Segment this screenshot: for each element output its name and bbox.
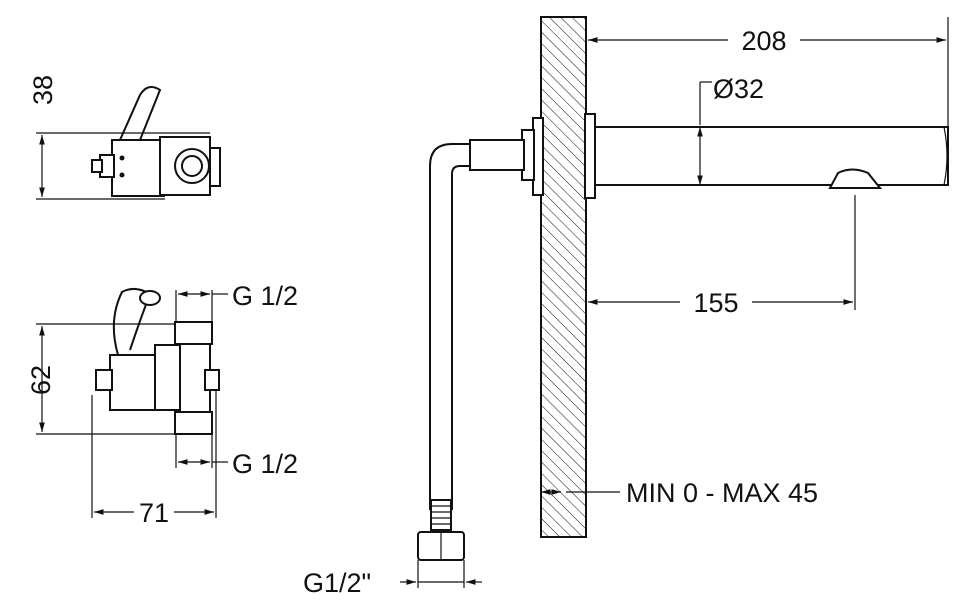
wall-section xyxy=(540,16,587,538)
flexible-hose xyxy=(417,143,470,561)
dimension-thread-bottom: G 1/2 xyxy=(175,434,298,479)
dim-hose-thread-label: G1/2" xyxy=(303,568,371,598)
dim-155-label: 155 xyxy=(693,288,738,318)
dim-62-label: 62 xyxy=(26,365,56,395)
dimension-38: 38 xyxy=(28,75,210,200)
dimension-thread-top: G 1/2 xyxy=(175,281,298,322)
thread-bottom-label: G 1/2 xyxy=(232,449,298,479)
dim-71-label: 71 xyxy=(139,498,169,528)
dimension-wall: MIN 0 - MAX 45 xyxy=(541,478,818,508)
dim-wall-label: MIN 0 - MAX 45 xyxy=(626,478,818,508)
valve-top-view xyxy=(91,85,221,197)
dimension-155: 155 xyxy=(588,195,856,318)
dimension-diameter: Ø32 xyxy=(697,74,764,185)
dim-38-label: 38 xyxy=(28,75,58,105)
thread-top-label: G 1/2 xyxy=(232,281,298,311)
valve-side-view xyxy=(95,288,220,435)
dimension-71: 71 xyxy=(91,390,217,528)
dimension-hose-thread: G1/2" xyxy=(303,560,482,598)
dim-diameter-label: Ø32 xyxy=(713,74,764,104)
dimension-208: 208 xyxy=(585,17,949,127)
dim-208-label: 208 xyxy=(741,26,786,56)
dimension-62: 62 xyxy=(26,323,175,435)
spout xyxy=(469,113,949,199)
